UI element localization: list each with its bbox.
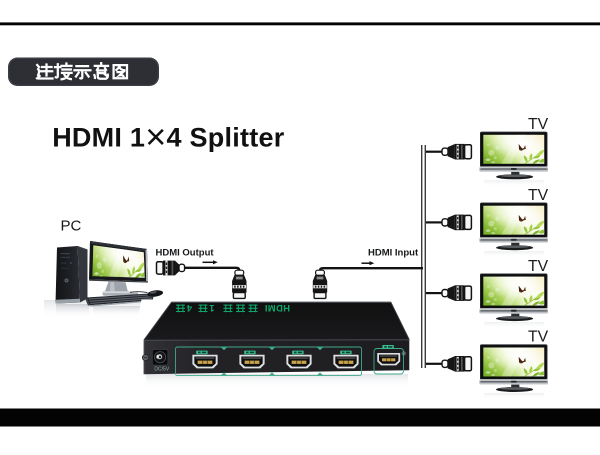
svg-text:TV: TV [528, 329, 549, 346]
svg-text:TV: TV [528, 116, 549, 133]
svg-text:TV: TV [528, 187, 549, 204]
svg-text:HDMI Input: HDMI Input [368, 248, 419, 259]
svg-text:HDMI: HDMI [264, 303, 290, 314]
svg-text:TV: TV [528, 258, 549, 275]
svg-text:HDMI 1×4 Splitter: HDMI 1×4 Splitter [52, 116, 285, 157]
svg-text:4: 4 [186, 303, 192, 314]
svg-text:HDMI Output: HDMI Output [156, 247, 215, 258]
svg-text:DC/5V: DC/5V [154, 366, 169, 372]
svg-text:PC: PC [61, 217, 82, 234]
svg-text:1: 1 [209, 303, 214, 314]
